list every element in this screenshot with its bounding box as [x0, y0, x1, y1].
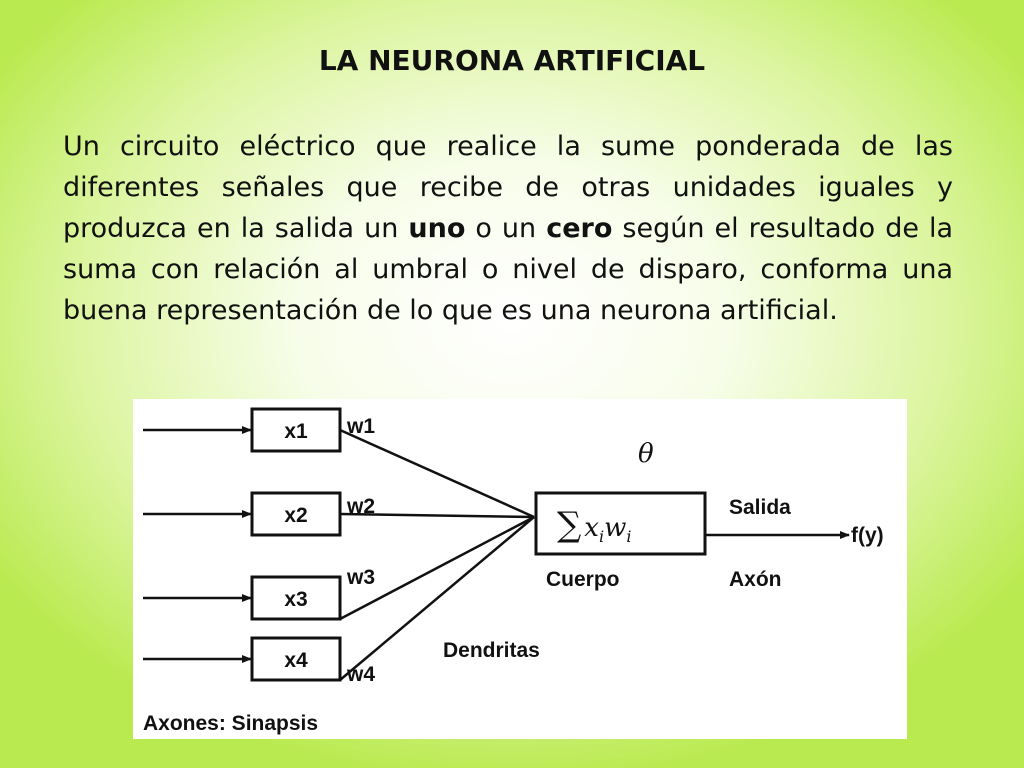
paragraph-bold-uno: uno [408, 213, 466, 244]
weight-label-w4: w4 [346, 663, 375, 686]
axon-label: Axón [729, 568, 782, 591]
dendrites-label: Dendritas [443, 639, 540, 662]
threshold-symbol: θ [638, 439, 654, 469]
dendrite-line-1 [339, 428, 535, 519]
synapse-label: Axones: Sinapsis [143, 712, 318, 735]
input-box-x4 [250, 636, 342, 682]
slide-title: LA NEURONA ARTIFICIAL [318, 44, 706, 77]
sum-w: w [604, 513, 626, 543]
output-value: f(y) [851, 524, 884, 547]
dendrite-line-3 [339, 515, 535, 621]
weight-label-w2: w2 [346, 495, 375, 518]
input-label-x2: x2 [284, 504, 307, 527]
slide-paragraph: Un circuito eléctrico que realice la sum… [63, 126, 953, 331]
paragraph-text-2: o un [465, 213, 547, 244]
input-box-x3 [250, 575, 342, 621]
body-label: Cuerpo [546, 568, 620, 591]
paragraph-text-1: Un circuito eléctrico que realice la sum… [63, 131, 953, 244]
dendrite-line-4 [339, 516, 535, 681]
paragraph-bold-cero: cero [546, 213, 613, 244]
sum-x-index: i [599, 527, 604, 546]
input-label-x1: x1 [284, 420, 308, 443]
paragraph-text-3: según el resultado de la suma con relaci… [63, 213, 954, 326]
input-label-x4: x4 [284, 649, 308, 672]
dendrite-line-2 [339, 512, 535, 519]
input-label-x3: x3 [284, 588, 307, 611]
weight-label-w1: w1 [346, 415, 375, 438]
neuron-diagram-svg: x1 x2 x3 x4 w1 w2 w3 w4 θ ∑xiwi Salida f… [143, 407, 884, 735]
weight-label-w3: w3 [346, 566, 375, 589]
neuron-diagram: x1 x2 x3 x4 w1 w2 w3 w4 θ ∑xiwi Salida f… [133, 399, 907, 739]
neuron-body-box [534, 491, 707, 556]
sum-w-index: i [626, 527, 631, 546]
input-box-x1 [250, 407, 342, 453]
output-label: Salida [729, 496, 791, 519]
weighted-sum-formula: ∑xiwi [557, 505, 631, 546]
input-box-x2 [250, 491, 342, 537]
sum-symbol: ∑ [557, 505, 581, 545]
sum-x: x [584, 513, 599, 543]
